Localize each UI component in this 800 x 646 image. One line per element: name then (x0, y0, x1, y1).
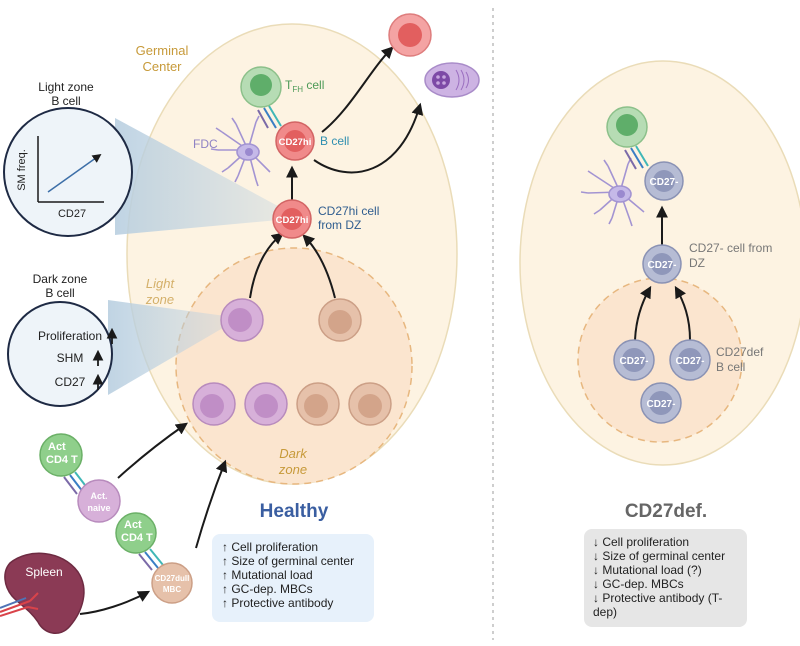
act-naive-b-cell (77, 479, 121, 523)
gc-label-1: Germinal (136, 43, 189, 58)
cd27dull-mbc (151, 562, 193, 604)
arrow (321, 46, 394, 133)
cd27def-title: CD27def. (625, 501, 707, 522)
cd27neg-dz-label-1: CD27- cell from (689, 241, 772, 255)
dz-cell-cd27neg (669, 339, 711, 381)
cd27def-effects-box: ↓ Cell proliferation ↓ Size of germinal … (584, 529, 747, 627)
light-zone-panel-title-1: Light zone (38, 80, 94, 94)
arrow (313, 102, 424, 174)
cd27neg-tag: CD27- (620, 356, 649, 367)
act-t2-label-2: CD4 T (121, 532, 153, 544)
dark-zone-panel (7, 301, 113, 407)
light-zone-panel (3, 107, 133, 237)
dark-zone-label-2: zone (278, 462, 307, 477)
cd27def-label-2: B cell (716, 360, 745, 374)
healthy-effect-item: ↑ Size of germinal center (222, 554, 355, 568)
cd27hi-tag: CD27hi (279, 137, 312, 148)
cd27def-effect-item: ↓ Size of germinal center (593, 549, 726, 563)
receptor-pair (257, 105, 282, 129)
fdc-cell (210, 115, 271, 187)
arrow (674, 285, 691, 341)
arrow (79, 590, 151, 615)
light-zone-label-2: zone (145, 292, 174, 307)
mbc-label-1: CD27dull (155, 574, 190, 583)
light-zone-panel-title-2: B cell (51, 94, 80, 108)
gc-label-2: Center (142, 59, 182, 74)
spleen-icon (0, 552, 85, 634)
arrow (302, 234, 336, 299)
healthy-effect-item: ↑ Cell proliferation (222, 540, 319, 554)
act-t-label-2: CD4 T (46, 454, 78, 466)
dark-zone-panel-title-2: B cell (45, 286, 74, 300)
tfh-cell (240, 66, 282, 108)
plot-ylabel: SM freq. (16, 149, 28, 191)
cd27def-effect-item: dep) (593, 605, 618, 619)
dz-cell-cd27neg (640, 382, 682, 424)
act-naive-label-1: Act. (90, 491, 107, 501)
dz-cell-purple (220, 298, 264, 342)
arrow (195, 459, 228, 549)
act-t2-label-1: Act (124, 519, 142, 531)
cd27neg-cell-from-dz (642, 244, 682, 284)
act-naive-label-2: naive (87, 503, 110, 513)
cd27neg-tag: CD27- (647, 399, 676, 410)
dz-cell-purple (192, 382, 236, 426)
cd27def-label-1: CD27def (716, 345, 764, 359)
b-cell-label: B cell (320, 134, 349, 148)
dark-zone-beam (108, 300, 240, 395)
mbc-label-2: MBC (163, 585, 181, 594)
cd27hi-dz-label-1: CD27hi cell (318, 204, 379, 218)
cd27def-effect-item: ↓ Cell proliferation (593, 535, 690, 549)
act-t-label-1: Act (48, 441, 66, 453)
tfh-label: TFH cell (285, 78, 324, 94)
cd27def-effect-item: ↓ Mutational load (?) (593, 563, 702, 577)
b-cell-cd27hi (275, 121, 315, 161)
cd27hi-cell-from-dz (272, 199, 312, 239)
dz-cell-tan (296, 382, 340, 426)
fdc-cell (580, 157, 645, 227)
cd27hi-dz-label-2: from DZ (318, 218, 361, 232)
healthy-effect-item: ↑ GC-dep. MBCs (222, 582, 313, 596)
light-zone-label-1: Light (146, 276, 176, 291)
dz-cell-tan (348, 382, 392, 426)
cd27def-effect-item: ↓ Protective antibody (T- (593, 591, 723, 605)
dz-cell-purple (244, 382, 288, 426)
trend-arrow (47, 153, 102, 193)
dark-zone-panel-title-1: Dark zone (33, 272, 88, 286)
dark-zone-label-1: Dark (279, 446, 308, 461)
plot-xlabel: CD27 (58, 208, 86, 220)
fdc-label: FDC (193, 137, 218, 151)
memory-b-cell (388, 13, 432, 57)
dz-row-proliferation: Proliferation (38, 329, 102, 343)
receptor-pair (624, 145, 649, 170)
dz-cell-cd27neg (613, 339, 655, 381)
arrow (117, 422, 188, 479)
cd27neg-tag: CD27- (648, 260, 677, 271)
b-cell-cd27neg (644, 161, 684, 201)
arrow (634, 285, 652, 341)
tfh-cell (606, 106, 648, 148)
cd27neg-tag: CD27- (650, 177, 679, 188)
cd27def-effect-item: ↓ GC-dep. MBCs (593, 577, 684, 591)
dz-cell-tan (318, 298, 362, 342)
cd27neg-dz-label-2: DZ (689, 256, 705, 270)
cd27neg-tag: CD27- (676, 356, 705, 367)
dz-row-cd27: CD27 (55, 375, 86, 389)
healthy-effects-box: ↑ Cell proliferation ↑ Size of germinal … (212, 534, 374, 622)
light-zone-beam (115, 118, 300, 235)
healthy-title: Healthy (260, 501, 329, 522)
healthy-effect-item: ↑ Protective antibody (222, 596, 334, 610)
arrow (249, 232, 284, 299)
receptor-pair (138, 548, 164, 571)
cd27hi-tag: CD27hi (276, 215, 309, 226)
dz-row-shm: SHM (57, 351, 84, 365)
healthy-effect-item: ↑ Mutational load (222, 568, 313, 582)
act-cd4-t-cell (115, 512, 157, 554)
act-cd4-t-cell (39, 433, 83, 477)
spleen-label: Spleen (25, 565, 62, 579)
plasma-cell (424, 62, 480, 98)
